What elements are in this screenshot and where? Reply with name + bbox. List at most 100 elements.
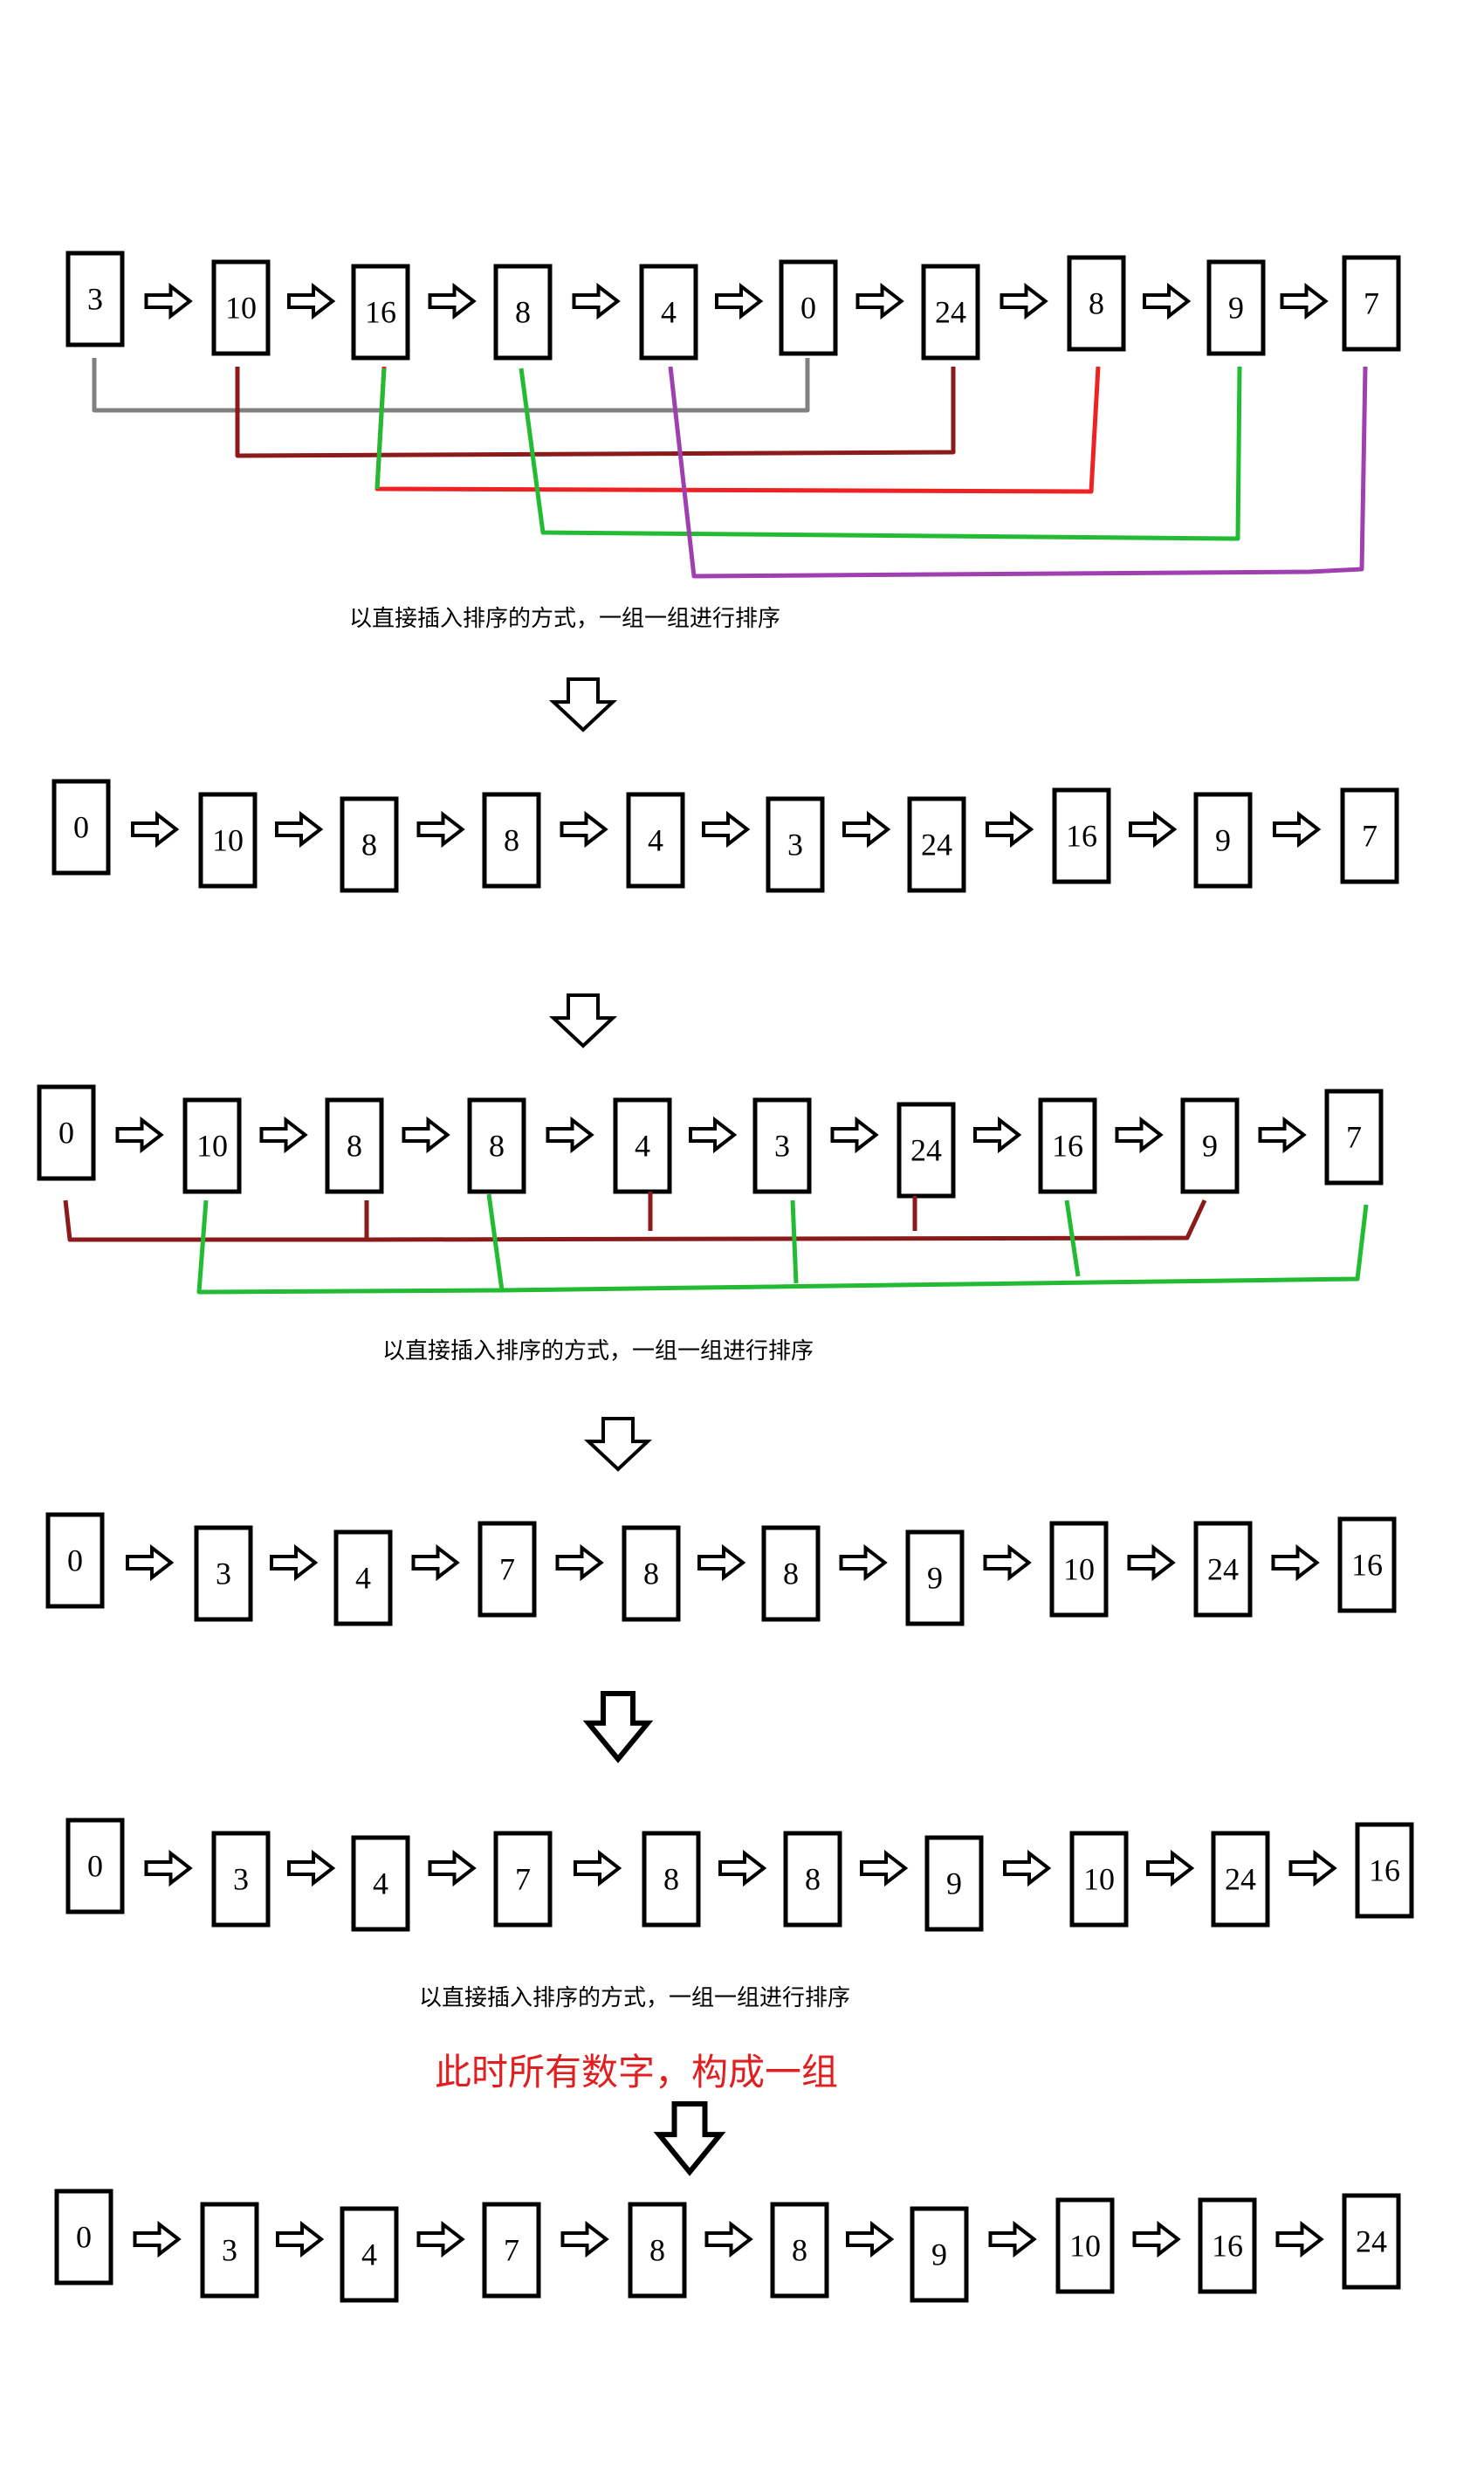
row4-arrow-6: [839, 1543, 888, 1582]
row5-box-6: [783, 1831, 842, 1928]
row5-arrow-3: [428, 1849, 477, 1887]
group-line-stage2-green: [196, 1199, 1369, 1295]
row6-arrow-5: [704, 2220, 753, 2258]
row4-value-2: 3: [216, 1557, 231, 1591]
row5-box-8: [1069, 1831, 1129, 1928]
row3-value-3: 8: [347, 1129, 362, 1164]
row3-arrow-7: [973, 1116, 1022, 1154]
row1-value-8: 8: [1089, 286, 1104, 321]
row3-box-2: [182, 1097, 242, 1194]
row5-value-9: 24: [1225, 1862, 1256, 1897]
row4-box-5: [622, 1525, 681, 1622]
row4-box-4: [477, 1521, 537, 1618]
group-line-red: [374, 366, 1101, 494]
row5-box-7: [924, 1835, 984, 1932]
row3-value-8: 16: [1052, 1129, 1083, 1164]
row2-value-3: 8: [361, 828, 377, 863]
group-line-green-b: [519, 366, 1242, 541]
row3-value-2: 10: [196, 1129, 228, 1164]
row2-box-5: [626, 792, 685, 889]
row1-value-9: 9: [1228, 291, 1244, 326]
row3-box-1: [37, 1084, 96, 1181]
row1-box-2: [211, 259, 271, 356]
row6-arrow-3: [416, 2220, 465, 2258]
row2-box-9: [1193, 792, 1253, 889]
step1-note: 以直接插入排序的方式，一组一组进行排序: [349, 606, 781, 632]
group-line-stage2-darkred: [63, 1199, 1207, 1242]
row6-box-10: [1342, 2193, 1401, 2290]
row3-arrow-8: [1115, 1116, 1164, 1154]
row5-arrow-6: [860, 1849, 909, 1887]
row4-box-6: [761, 1525, 821, 1622]
row5-value-8: 10: [1083, 1862, 1115, 1897]
row4-arrow-8: [1127, 1543, 1176, 1582]
row4-value-4: 7: [499, 1552, 515, 1587]
row1-value-3: 16: [365, 295, 396, 330]
group-line-stage2-green-c: [790, 1199, 799, 1284]
row6-arrow-9: [1275, 2220, 1324, 2258]
row6-value-6: 8: [792, 2233, 807, 2268]
row5-box-10: [1355, 1822, 1414, 1919]
row3-box-10: [1324, 1089, 1384, 1186]
row4-arrow-1: [126, 1543, 175, 1582]
row6-arrow-6: [846, 2220, 895, 2258]
row4-value-7: 9: [927, 1561, 943, 1596]
down-arrow-3: [583, 1417, 653, 1472]
row6-arrow-4: [560, 2220, 609, 2258]
row5-box-2: [211, 1831, 271, 1928]
row6-arrow-2: [276, 2220, 325, 2258]
row2-arrow-7: [986, 810, 1034, 849]
row5-value-10: 16: [1369, 1853, 1400, 1888]
row5-value-5: 8: [663, 1862, 679, 1897]
row6-value-9: 16: [1212, 2229, 1243, 2264]
row5-box-5: [642, 1831, 701, 1928]
row4-arrow-3: [411, 1543, 460, 1582]
row5-value-1: 0: [87, 1849, 103, 1884]
row4-value-6: 8: [783, 1557, 799, 1591]
group-line-green-a: [374, 368, 387, 490]
row2-arrow-3: [416, 810, 465, 849]
row3-arrow-6: [830, 1116, 879, 1154]
row6-box-8: [1055, 2197, 1115, 2294]
row4-box-8: [1049, 1521, 1109, 1618]
row1-box-5: [639, 264, 698, 361]
row2-value-9: 9: [1215, 823, 1231, 858]
row5-arrow-8: [1146, 1849, 1195, 1887]
row6-value-5: 8: [649, 2233, 665, 2268]
row2-value-2: 10: [212, 823, 244, 858]
row4-value-10: 16: [1351, 1548, 1383, 1583]
row6-value-3: 4: [361, 2237, 377, 2272]
row6-arrow-8: [1132, 2220, 1181, 2258]
step3-note: 以直接插入排序的方式，一组一组进行排序: [419, 1985, 851, 2011]
row3-arrow-4: [546, 1116, 594, 1154]
group-line-darkred: [235, 367, 956, 458]
row6-box-9: [1198, 2197, 1257, 2294]
row1-box-9: [1206, 259, 1266, 356]
down-arrow-2: [548, 993, 618, 1048]
row5-arrow-5: [718, 1849, 767, 1887]
row3-box-7: [897, 1102, 956, 1199]
row1-arrow-4: [572, 282, 621, 320]
row1-box-10: [1342, 255, 1401, 352]
row3-value-6: 3: [774, 1129, 790, 1164]
step2-note: 以直接插入排序的方式，一组一组进行排序: [382, 1338, 814, 1364]
row2-arrow-9: [1273, 810, 1322, 849]
row4-box-3: [333, 1529, 393, 1626]
row5-box-3: [351, 1835, 410, 1932]
row5-box-9: [1211, 1831, 1270, 1928]
row5-value-2: 3: [233, 1862, 249, 1897]
row2-value-10: 7: [1362, 819, 1378, 854]
row2-box-7: [907, 796, 966, 893]
row3-value-10: 7: [1346, 1120, 1362, 1155]
row3-arrow-1: [115, 1116, 164, 1154]
row2-value-7: 24: [921, 828, 952, 863]
row1-value-4: 8: [515, 295, 531, 330]
row4-box-2: [194, 1525, 253, 1622]
row1-box-1: [65, 251, 125, 347]
row6-value-8: 10: [1069, 2229, 1101, 2264]
row5-value-4: 7: [515, 1862, 531, 1897]
row4-value-9: 24: [1207, 1552, 1239, 1587]
group-line-gray: [92, 358, 810, 413]
row2-box-4: [482, 792, 541, 889]
